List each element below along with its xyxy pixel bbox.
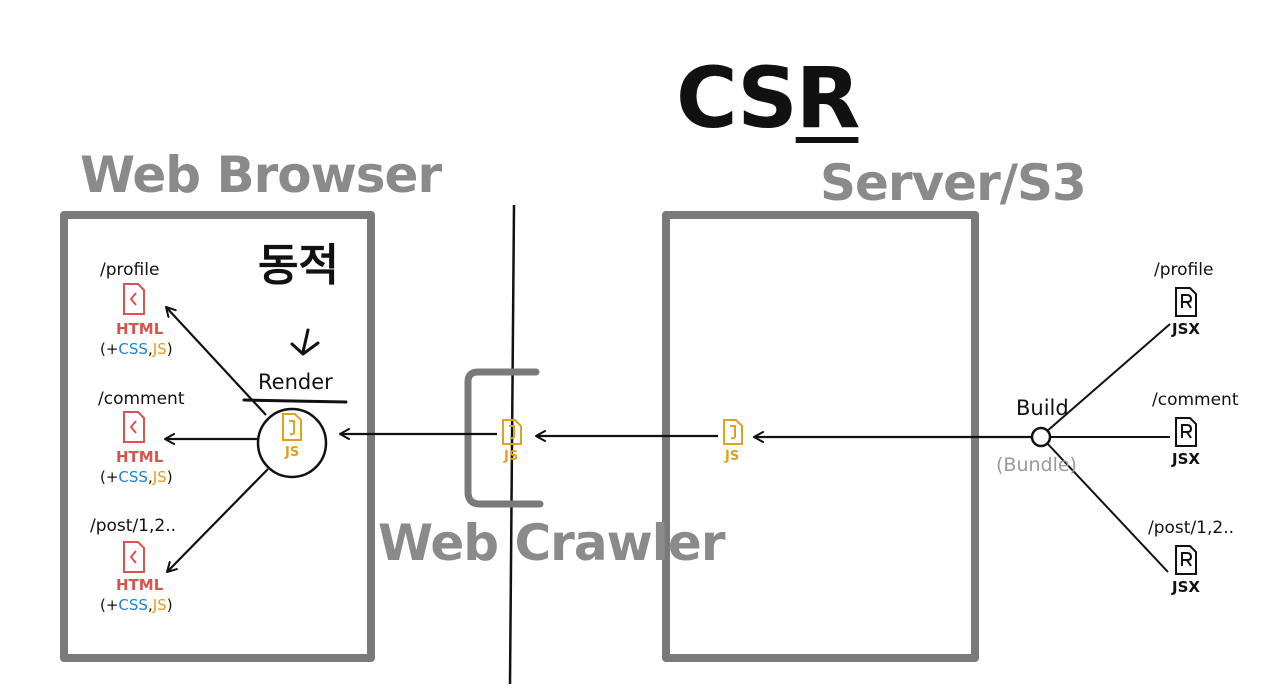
html-file-icon bbox=[123, 283, 145, 315]
page-route-post: /post/1,2.. bbox=[90, 516, 177, 536]
page-type-post: HTML bbox=[116, 576, 164, 594]
arrow-to-profile bbox=[165, 306, 267, 416]
crawler-bracket bbox=[464, 368, 544, 508]
diagram-title: CSR bbox=[676, 56, 860, 140]
server-title: Server/S3 bbox=[820, 154, 1087, 212]
server-js-label: JS bbox=[725, 449, 740, 464]
line-source-post bbox=[1045, 441, 1169, 573]
page-route-profile: /profile bbox=[100, 260, 160, 280]
jsx-file-icon bbox=[1175, 287, 1197, 317]
page-deps-comment: (+CSS,JS) bbox=[100, 468, 173, 486]
browser-box bbox=[60, 211, 375, 662]
dynamic-label: 동적 bbox=[258, 240, 339, 291]
source-route-comment: /comment bbox=[1152, 390, 1239, 410]
build-node-icon bbox=[1030, 426, 1052, 448]
html-file-icon bbox=[123, 411, 145, 443]
js-file-icon bbox=[282, 413, 302, 441]
page-route-comment: /comment bbox=[98, 389, 185, 409]
arrow-to-post bbox=[166, 468, 269, 573]
js-file-icon bbox=[502, 419, 522, 445]
crawler-title: Web Crawler bbox=[378, 514, 725, 572]
source-type-post: JSX bbox=[1172, 578, 1200, 596]
source-type-profile: JSX bbox=[1172, 320, 1200, 338]
render-underline bbox=[242, 398, 348, 404]
down-arrow-icon bbox=[301, 328, 310, 354]
source-route-profile: /profile bbox=[1154, 260, 1214, 280]
page-type-profile: HTML bbox=[116, 320, 164, 338]
html-file-icon bbox=[123, 541, 145, 573]
jsx-file-icon bbox=[1175, 545, 1197, 575]
crawler-js-label: JS bbox=[504, 449, 519, 464]
page-type-comment: HTML bbox=[116, 448, 164, 466]
render-label: Render bbox=[258, 370, 333, 394]
build-label: Build bbox=[1016, 396, 1069, 420]
source-type-comment: JSX bbox=[1172, 450, 1200, 468]
render-js-label: JS bbox=[285, 445, 300, 460]
js-file-icon bbox=[723, 419, 743, 445]
page-deps-post: (+CSS,JS) bbox=[100, 596, 173, 614]
page-deps-profile: (+CSS,JS) bbox=[100, 340, 173, 358]
title-underlined: R bbox=[795, 49, 861, 147]
browser-title: Web Browser bbox=[80, 146, 442, 204]
line-source-profile bbox=[1045, 323, 1171, 433]
render-circle bbox=[256, 407, 328, 479]
source-route-post: /post/1,2.. bbox=[1148, 518, 1235, 538]
jsx-file-icon bbox=[1175, 417, 1197, 447]
title-main: CS bbox=[676, 49, 798, 147]
bundle-label: (Bundle) bbox=[996, 454, 1077, 476]
